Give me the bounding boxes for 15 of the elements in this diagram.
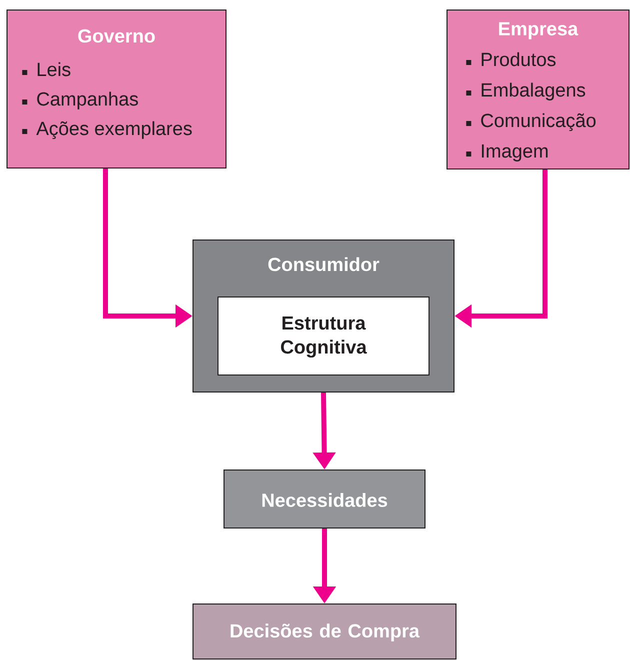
stakeholder-box [6,10,226,168]
bullet-item: Produtos [466,52,556,66]
box-title: Governo [78,29,155,43]
bullet-item: Campanhas [22,92,138,110]
process-box: Estrutura Cognitiva [218,296,430,376]
bullet-item: Imagem [466,144,548,162]
box-title: Consumidor [268,257,380,272]
stakeholder-box [446,10,630,170]
bullet-item: Comunicação [466,113,596,132]
process-box: Decisões de Compra [192,604,456,660]
process-box: Necessidades [224,470,426,528]
bullet-item: Embalagens [466,82,586,100]
box-title: Empresa [499,22,578,40]
bullet-item: Ações exemplares [22,121,192,140]
bullet-item: Leis [22,62,70,76]
